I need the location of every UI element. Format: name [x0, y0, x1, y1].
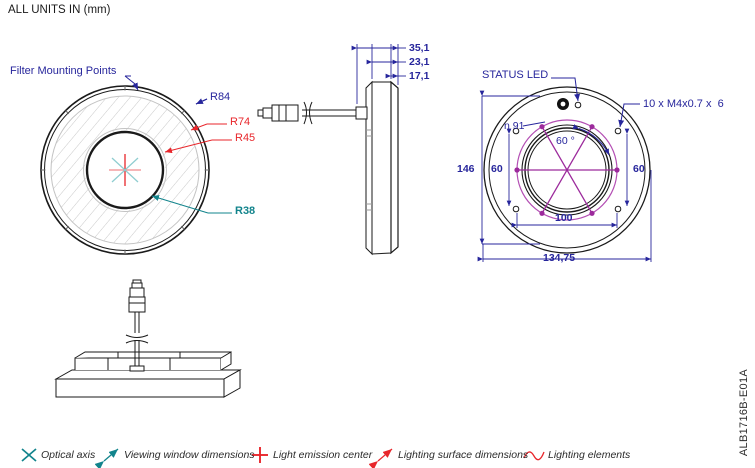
callout-filter-mounting-points: Filter Mounting Points	[10, 65, 117, 77]
callout-radius-r45: R45	[235, 132, 256, 144]
legend-label-lighting-elements: Lighting elements	[548, 449, 631, 461]
dimension-width-134-75: 134,75	[543, 252, 576, 264]
plus-icon	[252, 447, 268, 463]
legend-label-viewing-window-dimensions: Viewing window dimensions	[124, 449, 255, 461]
bottom-view-group	[54, 279, 242, 398]
label-angle-60deg: 60 °	[556, 135, 575, 147]
optical-axis-marker	[111, 157, 139, 183]
dimension-height-146: 146	[457, 163, 475, 175]
wave-icon	[523, 451, 545, 461]
dimension-width-100: 100	[555, 212, 573, 224]
dimension-depth-mid: 23,1	[409, 56, 430, 68]
rear-view-group	[477, 77, 652, 262]
status-led-body	[557, 98, 569, 110]
legend-icons-group	[21, 447, 545, 468]
dimension-depth-front: 17,1	[409, 70, 430, 82]
legend-label-light-emission-center: Light emission center	[273, 449, 373, 461]
side-view-group	[257, 44, 406, 256]
units-note: ALL UNITS IN (mm)	[8, 4, 111, 16]
m12-connector-bottom	[128, 279, 146, 313]
label-status-led: STATUS LED	[482, 69, 549, 81]
dimension-offset-left-60: 60	[491, 163, 503, 175]
callout-radius-r38: R38	[235, 205, 256, 217]
dimension-offset-right-60: 60	[633, 163, 645, 175]
m12-connector	[257, 104, 299, 122]
legend-label-optical-axis: Optical axis	[41, 449, 96, 461]
dimension-depth-total: 35,1	[409, 42, 430, 54]
cross-x-icon	[21, 448, 37, 462]
callout-radius-r74: R74	[230, 116, 251, 128]
legend-label-lighting-surface-dimensions: Lighting surface dimensions	[398, 449, 529, 461]
label-thread-spec: 10 x M4x0.7 x 6	[643, 98, 724, 110]
double-arrow-icon-teal	[94, 448, 119, 468]
double-arrow-icon-red	[368, 448, 393, 468]
front-view-group	[40, 75, 232, 255]
drawing-code: ALB1716B-E01A	[738, 368, 750, 456]
label-bolt-circle-diameter: n 91	[504, 120, 525, 132]
callout-radius-r84: R84	[210, 91, 231, 103]
